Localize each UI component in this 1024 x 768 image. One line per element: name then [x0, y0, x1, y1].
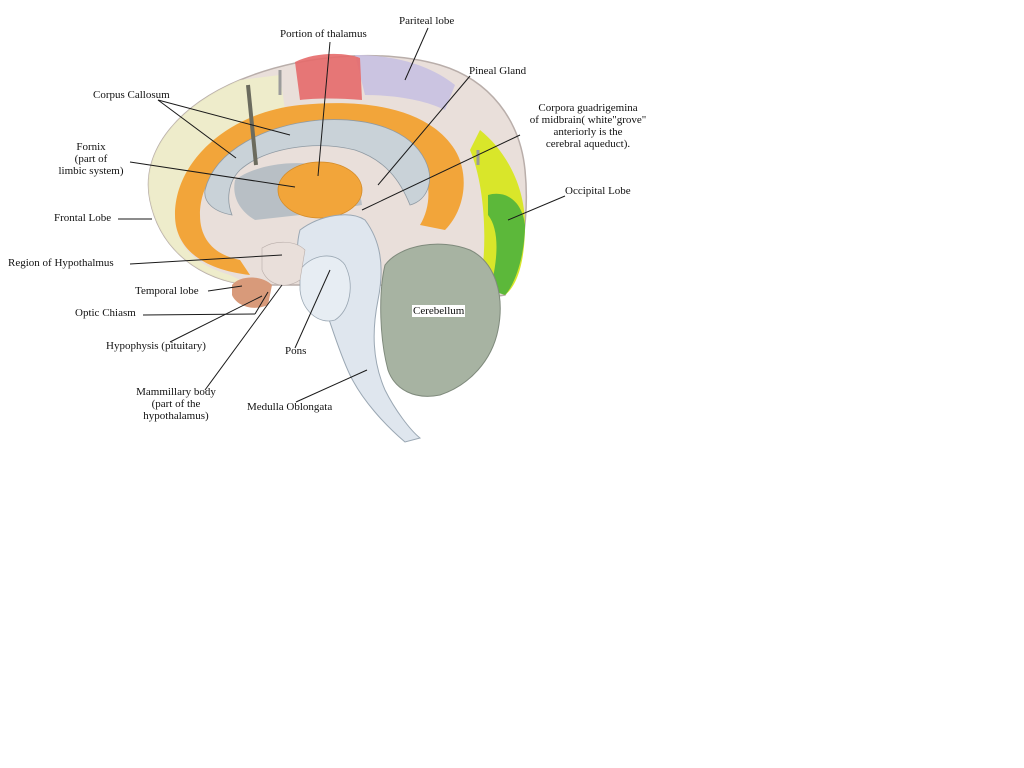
leader-line	[157, 99, 237, 159]
label-portion-of-thalamus: Portion of thalamus	[280, 28, 367, 40]
label-corpora-line-4: cerebral aqueduct).	[545, 138, 631, 150]
label-mammillary-line-1: Mammillary body	[136, 386, 216, 398]
label-fornix: Fornix (part of limbic system)	[50, 141, 132, 177]
cerebellum-shape	[380, 243, 501, 397]
frontal-lobe-region	[148, 75, 285, 285]
leader-line	[294, 269, 331, 349]
limbic-band	[175, 103, 464, 276]
label-mammillary-line-3: hypothalamus)	[143, 410, 209, 422]
leader-line	[361, 134, 521, 211]
leader-line	[142, 313, 256, 316]
leader-line	[507, 195, 566, 221]
leader-line	[207, 285, 243, 292]
temporal-lobe-region	[232, 277, 272, 308]
label-hypophysis: Hypophysis (pituitary)	[106, 340, 206, 352]
label-occipital-lobe: Occipital Lobe	[565, 185, 631, 197]
parietal-lobe-region	[355, 55, 455, 110]
leader-line	[129, 254, 283, 265]
leader-lines	[118, 27, 566, 403]
label-corpora-line-3: anteriorly is the	[553, 126, 623, 138]
leader-line	[169, 295, 263, 343]
label-mammillary-body: Mammillary body (part of the hypothalamu…	[120, 386, 232, 422]
leader-line	[404, 27, 429, 81]
label-fornix-line-1: Fornix	[76, 141, 106, 153]
label-corpus-callosum: Corpus Callosum	[93, 89, 170, 101]
label-temporal-lobe: Temporal lobe	[135, 285, 199, 297]
label-medulla-oblongata: Medulla Oblongata	[247, 401, 333, 413]
occipital-region-green	[488, 193, 525, 295]
leader-line	[129, 161, 296, 188]
label-cerebellum: Cerebellum	[412, 305, 466, 317]
leader-line	[295, 369, 368, 403]
leader-line	[204, 284, 283, 391]
corpus-callosum-shape	[204, 119, 430, 216]
label-corpora-line-1: Corpora guadrigemina	[538, 102, 638, 114]
leader-line	[317, 41, 331, 177]
label-fornix-line-3: limbic system)	[58, 165, 124, 177]
label-optic-chiasm: Optic Chiasm	[75, 307, 136, 319]
thalamus-red-patch	[295, 53, 362, 100]
label-fornix-line-2: (part of	[74, 153, 108, 165]
thalamus-shape	[277, 161, 363, 219]
label-pons: Pons	[285, 345, 307, 357]
label-pineal-gland: Pineal Gland	[469, 65, 527, 77]
label-hypothalmus: Region of Hypothalmus	[8, 257, 114, 269]
label-corpora-quadrigemina: Corpora guadrigemina of midbrain( white"…	[518, 102, 658, 150]
hypothalamus-region	[261, 241, 306, 286]
leader-line	[254, 291, 269, 315]
label-parietal-lobe: Pariteal lobe	[399, 15, 455, 27]
leader-line	[377, 75, 471, 186]
label-mammillary-line-2: (part of the	[151, 398, 201, 410]
pons-shape	[299, 255, 351, 322]
label-corpora-line-2: of midbrain( white"grove"	[529, 114, 647, 126]
leader-line	[157, 99, 291, 136]
label-frontal-lobe: Frontal Lobe	[54, 212, 112, 224]
